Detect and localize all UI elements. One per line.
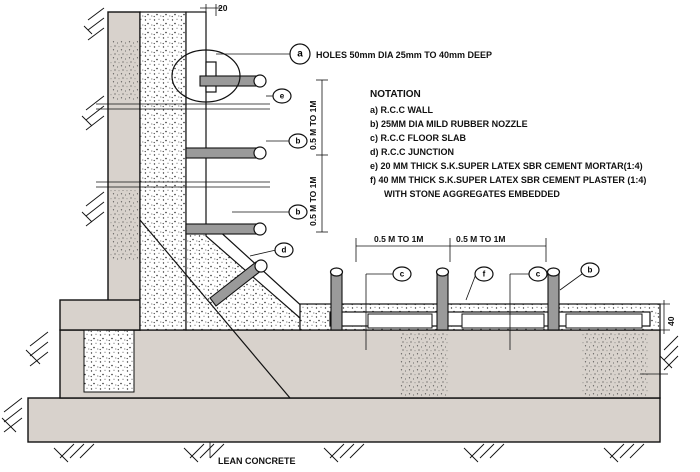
slab-pocket-1	[367, 313, 433, 329]
tag-b-circle-3	[580, 262, 600, 278]
floor-nozzle-1	[330, 271, 343, 331]
notation-item-c: c) R.C.C FLOOR SLAB	[370, 133, 466, 143]
dim-vertical-1: 0.5 M TO 1M	[308, 101, 318, 150]
notation-heading: NOTATION	[370, 89, 421, 100]
tag-c-circle-2	[528, 266, 548, 282]
holes-detail-circle	[171, 49, 241, 103]
floor-nozzle-3	[547, 271, 560, 331]
diagonal-line	[139, 219, 291, 399]
raft-speckle-mid	[400, 332, 448, 396]
tag-c-2: c	[536, 270, 541, 279]
tag-c-1: c	[400, 270, 405, 279]
notation-item-d: d) R.C.C JUNCTION	[370, 147, 454, 157]
dim-top-20: 20	[218, 3, 228, 13]
wall-speckle-bottom	[110, 190, 138, 260]
raft-speckle-right	[582, 332, 648, 396]
tag-f: f	[483, 270, 486, 279]
wall-speckle-top	[110, 40, 138, 100]
raft-core-left	[83, 329, 135, 393]
mortar-layer-wall	[185, 11, 207, 229]
tag-b-3: b	[588, 266, 593, 275]
slab-pocket-3	[565, 313, 643, 329]
tag-a-circle	[289, 43, 311, 65]
lean-concrete-base	[27, 397, 661, 443]
dim-slab-40: 40	[666, 316, 676, 326]
notation-item-e: e) 20 MM THICK S.K.SUPER LATEX SBR CEMEN…	[370, 161, 643, 171]
floor-nozzle-3-cap	[546, 267, 561, 277]
tag-b-circle-1	[288, 133, 308, 149]
tag-b-2: b	[296, 208, 301, 217]
rcc-wall-inner	[139, 11, 187, 331]
tag-f-circle	[474, 266, 494, 282]
dim-horizontal-1: 0.5 M TO 1M	[374, 234, 423, 244]
raft-slab	[59, 329, 661, 399]
notation-item-b: b) 25MM DIA MILD RUBBER NOZZLE	[370, 119, 528, 129]
notation-item-f-cont: WITH STONE AGGREGATES EMBEDDED	[384, 189, 560, 199]
dim-horizontal-2: 0.5 M TO 1M	[456, 234, 505, 244]
tag-e: e	[280, 92, 285, 101]
wall-nozzle-1-cap	[253, 74, 267, 88]
floor-nozzle-1-cap	[329, 267, 344, 277]
junction-nozzle-cap	[254, 259, 268, 273]
rcc-wall-outer-foot	[59, 299, 141, 331]
floor-nozzle-2-cap	[435, 267, 450, 277]
tag-d: d	[282, 246, 287, 255]
tag-c-circle-1	[392, 266, 412, 282]
wall-nozzle-1	[199, 75, 259, 87]
holes-label: HOLES 50mm DIA 25mm TO 40mm DEEP	[316, 50, 492, 60]
tag-a: a	[297, 49, 303, 60]
wall-nozzle-2	[185, 147, 259, 159]
floor-nozzle-2	[436, 271, 449, 331]
wall-nozzle-3	[185, 223, 259, 235]
dim-vertical-2: 0.5 M TO 1M	[308, 177, 318, 226]
lean-concrete-label: LEAN CONCRETE	[218, 456, 296, 466]
notation-item-f: f) 40 MM THICK S.K.SUPER LATEX SBR CEMEN…	[370, 175, 646, 185]
wall-nozzle-2-cap	[253, 146, 267, 160]
ground-hatch-group	[1, 7, 679, 463]
tag-d-circle	[274, 242, 294, 258]
tag-b-circle-2	[288, 204, 308, 220]
wall-nozzle-3-cap	[253, 222, 267, 236]
notation-item-a: a) R.C.C WALL	[370, 105, 433, 115]
tag-b-1: b	[296, 137, 301, 146]
slab-pocket-2	[461, 313, 545, 329]
tag-e-circle	[272, 88, 292, 104]
